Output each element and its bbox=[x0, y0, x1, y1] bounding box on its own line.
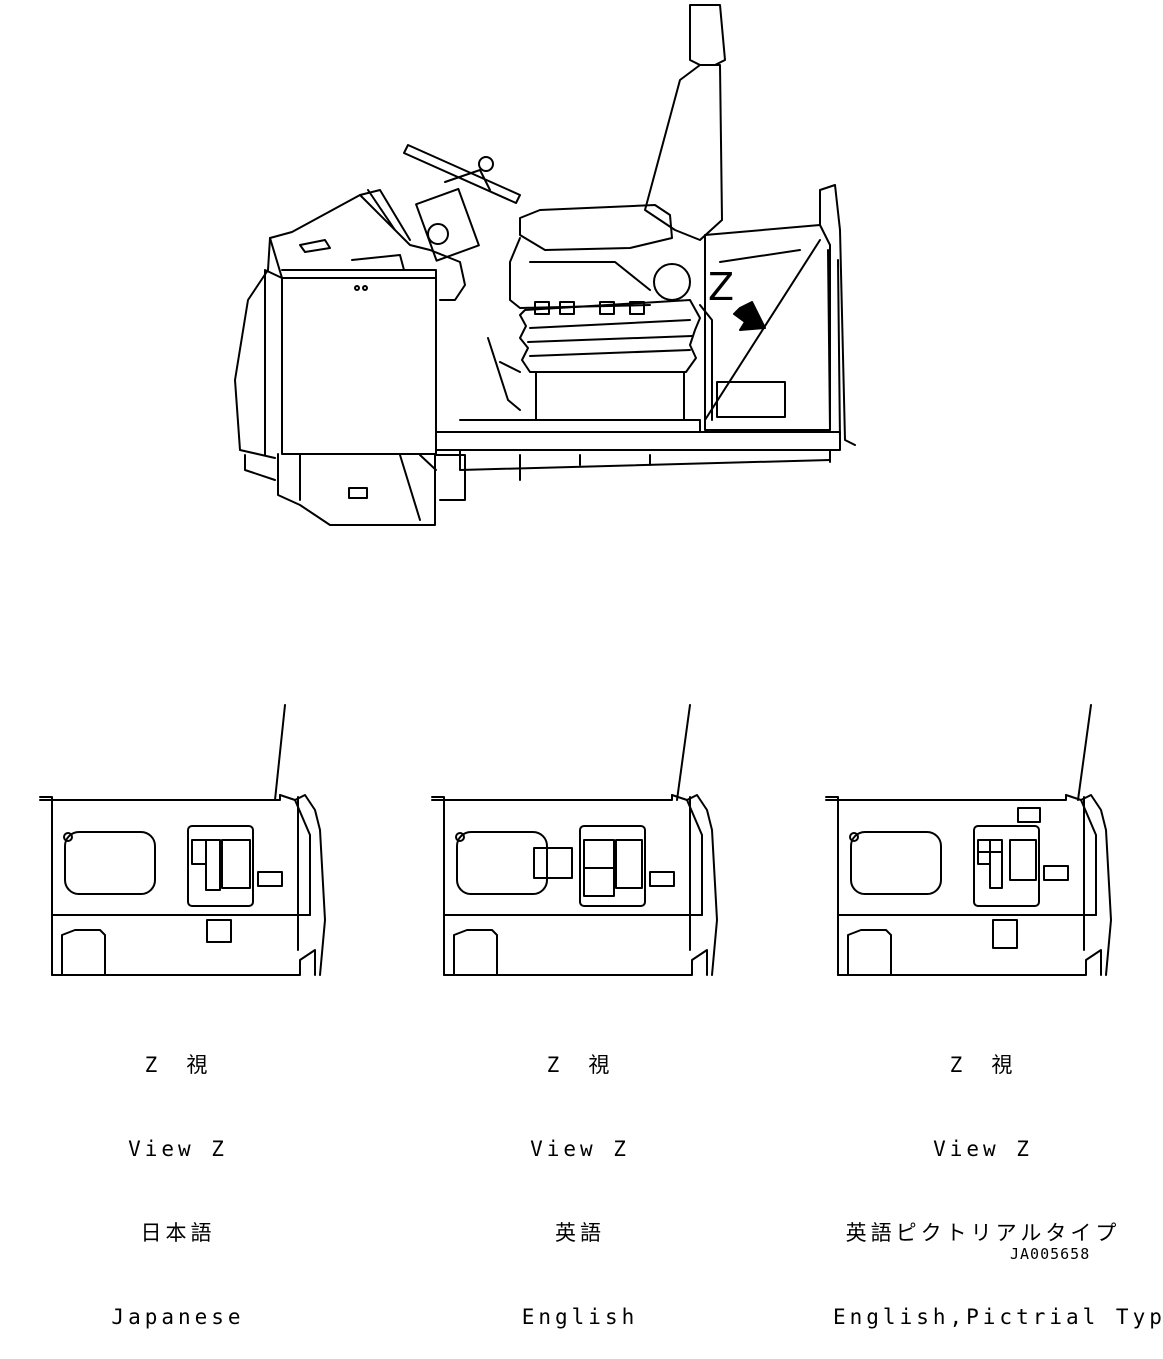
caption-ja-lang: 日本語 bbox=[140, 1221, 216, 1245]
caption-ja-view: Z 視 bbox=[949, 1053, 1017, 1077]
detail-view-english-pictorial bbox=[825, 704, 1112, 976]
caption-en-lang: English bbox=[521, 1305, 639, 1329]
caption-ja-lang: 英語ピクトリアルタイプ bbox=[845, 1221, 1121, 1245]
caption-en-view: View Z bbox=[128, 1137, 228, 1161]
caption-en-view: View Z bbox=[933, 1137, 1033, 1161]
caption-japanese: Z 視 View Z 日本語 Japanese bbox=[28, 995, 328, 1359]
drawing-canvas: Z bbox=[39, 4, 1112, 976]
caption-ja-view: Z 視 bbox=[546, 1053, 614, 1077]
view-z-arrow bbox=[733, 301, 766, 331]
rear-box bbox=[699, 184, 856, 446]
machine-side-view bbox=[234, 4, 856, 526]
caption-en-lang: Japanese bbox=[111, 1305, 245, 1329]
operator-seat bbox=[487, 4, 726, 421]
pedal-box bbox=[244, 453, 466, 526]
caption-ja-view: Z 視 bbox=[144, 1053, 212, 1077]
front-console bbox=[234, 194, 466, 459]
detail-view-english bbox=[431, 704, 718, 976]
caption-en-view: View Z bbox=[530, 1137, 630, 1161]
caption-english: Z 視 View Z 英語 English bbox=[430, 995, 730, 1359]
view-z-label: Z bbox=[708, 265, 734, 309]
document-id: JA005658 bbox=[1010, 1245, 1091, 1263]
caption-english-pictorial: Z 視 View Z 英語ピクトリアルタイプ English,Pictrial … bbox=[833, 995, 1163, 1359]
caption-ja-lang: 英語 bbox=[555, 1221, 605, 1245]
detail-view-japanese bbox=[39, 704, 326, 976]
caption-en-lang: English,Pictrial Type bbox=[833, 1305, 1163, 1329]
steering-wheel bbox=[359, 144, 521, 262]
